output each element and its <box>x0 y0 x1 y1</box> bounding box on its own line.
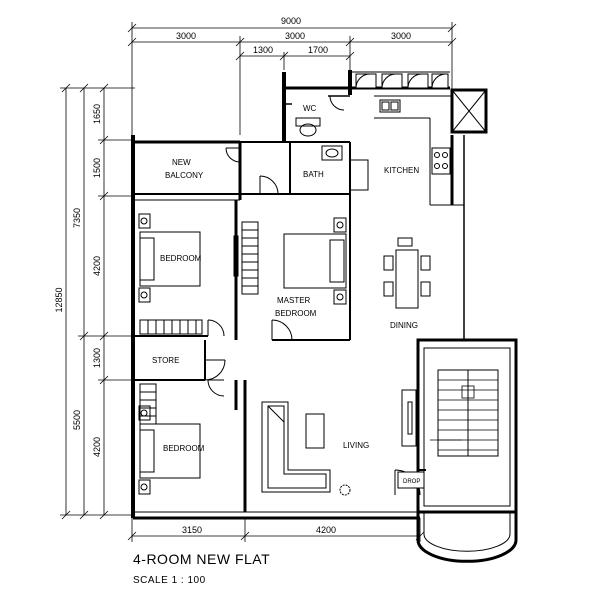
room-label-wc: WC <box>303 104 317 113</box>
dim-left-4: 1300 <box>92 348 102 368</box>
dim-left-upper: 7350 <box>72 208 82 228</box>
room-label-drop: DROP <box>403 479 420 485</box>
dim-bottom-b: 4200 <box>316 525 336 535</box>
master-bedroom-furniture <box>233 217 347 305</box>
wc-bath-fixtures <box>295 117 369 191</box>
left-dimensions <box>60 83 135 520</box>
room-label-living: LIVING <box>343 441 369 450</box>
dim-left-1: 1650 <box>92 104 102 124</box>
top-dimensions <box>127 22 457 140</box>
dim-left-5: 4200 <box>92 437 102 457</box>
room-label-kitchen: KITCHEN <box>384 166 419 175</box>
door-swings <box>204 95 421 496</box>
room-label-bath: BATH <box>303 170 324 179</box>
dim-top-b: 3000 <box>285 31 305 41</box>
room-label-balcony-1: NEW <box>172 158 191 167</box>
room-label-master-2: BEDROOM <box>275 309 317 318</box>
plan-title: 4-ROOM NEW FLAT <box>133 551 271 567</box>
room-label-bedroom-top: BEDROOM <box>160 254 202 263</box>
bottom-dimensions <box>127 518 425 542</box>
kitchen-windows <box>355 73 449 89</box>
room-label-bedroom-bottom: BEDROOM <box>163 444 205 453</box>
stair-core <box>416 338 518 563</box>
drop-box <box>397 471 425 489</box>
dim-top-a: 3000 <box>176 31 196 41</box>
room-label-dining: DINING <box>390 321 418 330</box>
dim-left-3: 4200 <box>92 256 102 276</box>
dim-left-2: 1500 <box>92 158 102 178</box>
exterior-walls <box>131 70 488 520</box>
dim-top-e: 1700 <box>308 45 328 55</box>
dim-bottom-a: 3150 <box>182 525 202 535</box>
living-furniture <box>261 389 417 496</box>
bedroom-bottom-furniture <box>138 383 201 495</box>
room-label-master-1: MASTER <box>277 296 311 305</box>
dim-left-total: 12850 <box>54 287 64 312</box>
dim-top-d: 1300 <box>253 45 273 55</box>
plan-scale: SCALE 1 : 100 <box>133 575 206 586</box>
dim-top-c: 3000 <box>391 31 411 41</box>
dim-left-lower: 5500 <box>72 410 82 430</box>
dining-set <box>383 237 431 309</box>
dim-top-total: 9000 <box>281 16 301 26</box>
kitchen-fixtures <box>379 99 451 175</box>
room-label-store: STORE <box>152 356 179 365</box>
bedroom-top-furniture <box>138 213 203 335</box>
room-label-balcony-2: BALCONY <box>165 171 204 180</box>
